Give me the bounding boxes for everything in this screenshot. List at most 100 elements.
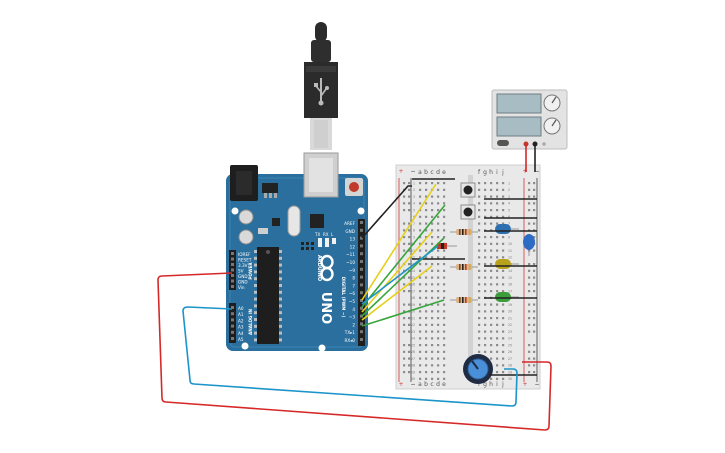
header-pin [231,274,234,277]
bb-hole [490,317,493,320]
bb-row-number: 30 [411,377,415,381]
bb-hole [425,229,428,232]
atmega-chip [257,247,279,344]
digital-header-title: DIGITAL (PWM ~) [341,277,346,318]
bb-hole [419,215,422,218]
bb-hole [502,188,505,191]
header-pin [360,283,363,287]
bb-hole [425,236,428,239]
small-diode[interactable] [437,243,457,249]
bb-row-number: 19 [411,303,415,307]
icsp-pin [301,242,304,245]
bb-hole [437,303,440,306]
pushbutton[interactable] [460,204,476,220]
bb-hole [496,377,499,380]
bb-hole [425,188,428,191]
wire-red-5v[interactable] [157,272,552,431]
bb-hole [437,296,440,299]
bb-hole [408,371,411,374]
wire-yellow[interactable] [361,183,437,301]
bb-column-label: j [501,169,504,176]
wire-blue-a0[interactable] [182,306,518,407]
bb-row-number: 4 [413,202,415,206]
bb-hole [419,350,422,353]
wire-green[interactable] [361,299,445,327]
wire-yellow[interactable] [361,265,433,321]
bb-hole [496,303,499,306]
bb-row-number: 20 [508,310,512,314]
bb-hole [484,350,487,353]
bb-hole [437,330,440,333]
bb-hole [484,182,487,185]
blue-capacitor[interactable] [523,234,535,256]
bb-hole [484,317,487,320]
bb-hole [533,283,536,286]
bb-hole [502,242,505,245]
bb-column-label: j [501,381,504,388]
bb-hole [502,236,505,239]
power-switch[interactable] [497,140,509,146]
bb-hole [502,317,505,320]
potentiometer[interactable] [463,354,493,384]
pin-label: GND [345,229,355,234]
bb-hole [484,323,487,326]
pin-label: 13 [350,237,356,242]
bb-hole [528,330,531,333]
bb-hole [496,357,499,360]
pin-label: ~3 [349,315,356,320]
bb-hole [496,256,499,259]
bb-row-number: 15 [411,276,415,280]
wire-black-gnd[interactable] [361,185,412,239]
bb-hole [443,202,446,205]
bb-hole [502,364,505,367]
resistor[interactable] [450,264,478,270]
bb-hole [496,371,499,374]
bb-row-number: 24 [411,337,415,341]
bb-hole [528,371,531,374]
pin-label: 5V [238,269,244,274]
pushbutton[interactable] [460,182,476,198]
wire-blue-short[interactable] [361,245,439,305]
bb-hole [408,209,411,212]
bb-column-label: c [430,381,433,388]
bb-hole [502,290,505,293]
bb-row-number: 9 [508,235,510,239]
bb-hole [533,364,536,367]
bb-hole [478,303,481,306]
pin-label: 7 [352,283,355,288]
reset-button[interactable] [349,182,359,192]
green-led[interactable] [495,292,519,302]
bb-hole [490,188,493,191]
header-pin [231,285,234,288]
bb-hole [533,317,536,320]
wire-yellow[interactable] [361,231,433,313]
resistor[interactable] [450,229,478,235]
bb-hole [403,344,406,347]
header-pin [360,322,363,326]
resistor[interactable] [450,297,478,303]
bb-hole [425,350,428,353]
bb-hole [408,290,411,293]
bb-hole [484,263,487,266]
bb-row-number: 25 [411,343,415,347]
bb-hole [496,249,499,252]
bb-hole [528,182,531,185]
bb-hole [478,209,481,212]
bench-power-supply[interactable] [491,89,568,150]
chip-pin [279,324,282,328]
bb-hole [425,317,428,320]
usb-cable[interactable] [304,22,338,150]
wire-green[interactable] [361,204,446,308]
bb-hole [533,269,536,272]
bb-hole [419,276,422,279]
bb-hole [502,249,505,252]
l-led [332,238,336,244]
bb-row-number: 3 [508,195,510,199]
voltage-display [496,93,542,114]
bb-row-number: 10 [508,242,512,246]
bb-row-number: 18 [411,296,415,300]
bb-hole [403,236,406,239]
bb-hole [408,317,411,320]
